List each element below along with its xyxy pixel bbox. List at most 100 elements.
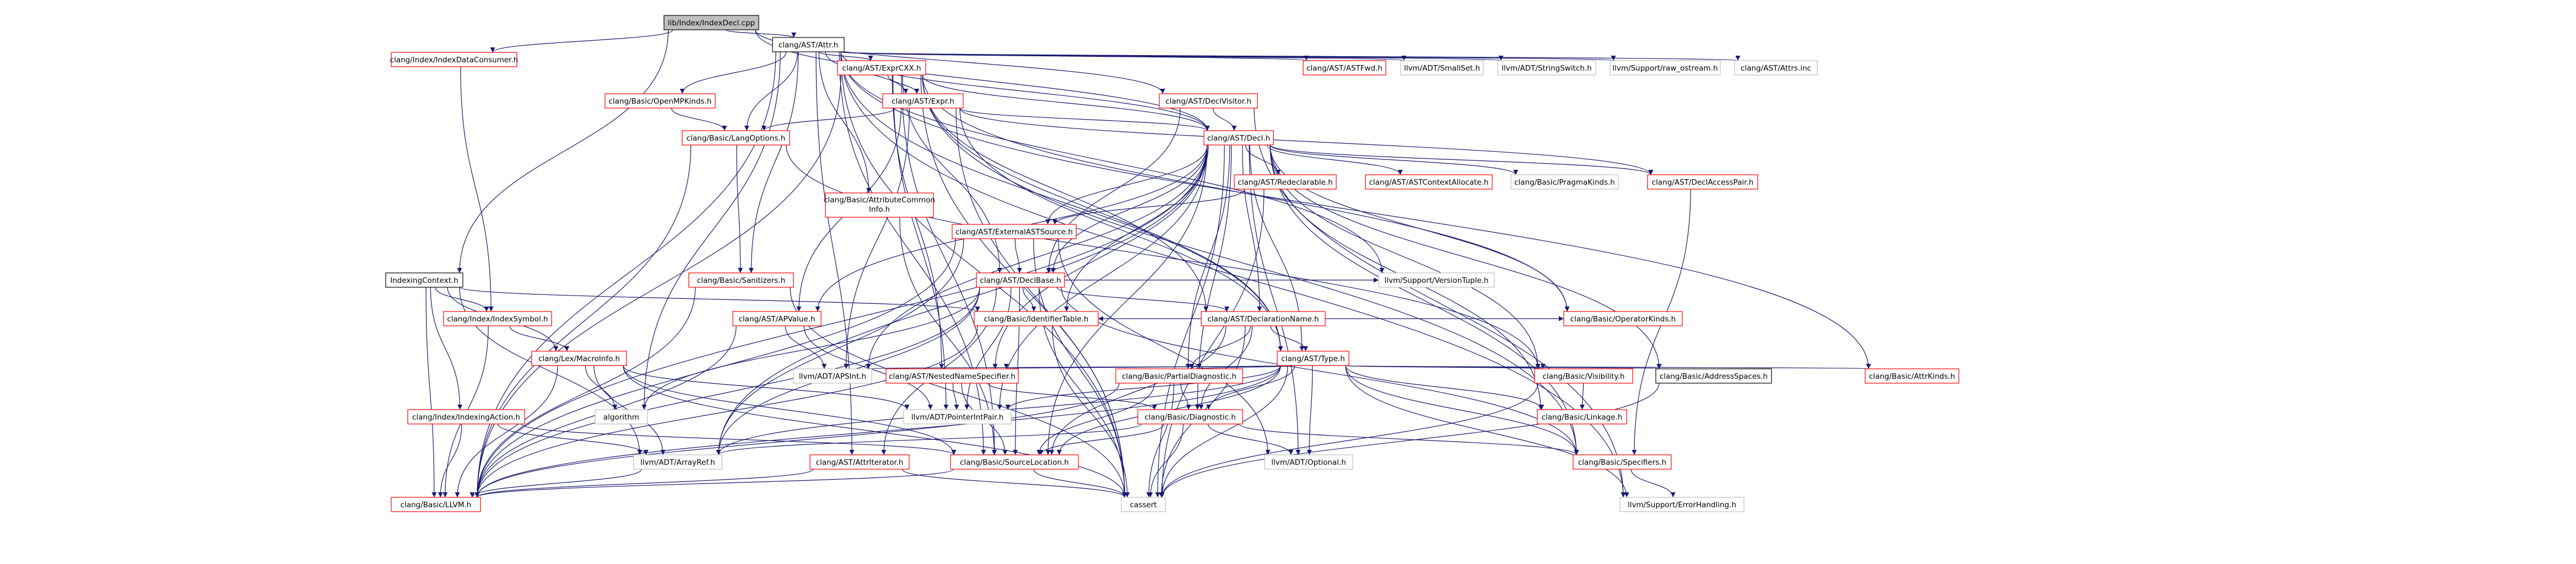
node-box bbox=[976, 272, 1065, 288]
node-declvisitor[interactable]: clang/AST/DeclVisitor.h bbox=[1159, 93, 1258, 109]
node-partialdiagnostic[interactable]: clang/Basic/PartialDiagnostic.h bbox=[1115, 368, 1243, 384]
node-box bbox=[1497, 60, 1596, 76]
node-attrkinds[interactable]: clang/Basic/AttrKinds.h bbox=[1865, 368, 1959, 384]
node-specifiers[interactable]: clang/Basic/Specifiers.h bbox=[1573, 454, 1672, 470]
edge-DeclH-to-PragmaKinds bbox=[1270, 144, 1519, 175]
node-label: algorithm bbox=[603, 413, 639, 422]
node-externalastsource[interactable]: clang/AST/ExternalASTSource.h bbox=[952, 224, 1077, 239]
node-indexsymbol[interactable]: clang/Index/IndexSymbol.h bbox=[443, 311, 552, 326]
node-versiontuple: llvm/Support/VersionTuple.h bbox=[1378, 272, 1495, 288]
node-langoptions[interactable]: clang/Basic/LangOptions.h bbox=[682, 130, 790, 146]
node-box bbox=[1121, 497, 1166, 512]
node-label: clang/Basic/Sanitizers.h bbox=[697, 276, 785, 285]
edge-TypeH-to-Diagnostic bbox=[1206, 365, 1295, 410]
edge-ExprH-to-Cassert bbox=[955, 108, 1127, 498]
node-label: clang/AST/APValue.h bbox=[738, 315, 815, 324]
node-box bbox=[1510, 174, 1619, 190]
node-indexingaction[interactable]: clang/Index/IndexingAction.h bbox=[407, 409, 525, 425]
node-nestednamespecifier[interactable]: clang/AST/NestedNameSpecifier.h bbox=[885, 368, 1019, 384]
node-label: clang/Basic/Linkage.h bbox=[1542, 413, 1623, 422]
node-label: clang/AST/AttrIterator.h bbox=[816, 458, 904, 467]
edge-DeclH-to-DeclBase bbox=[1050, 144, 1208, 273]
edge-ExprCXX-to-PointerIntPair bbox=[893, 74, 949, 410]
edge-AttrH-to-AttrsInc bbox=[840, 51, 1740, 61]
edge-ExternalASTSource-to-DeclBase bbox=[1014, 238, 1022, 273]
node-sourcelocation[interactable]: clang/Basic/SourceLocation.h bbox=[950, 454, 1079, 470]
edge-TypeH-to-PointerIntPair bbox=[1005, 365, 1281, 410]
node-label: llvm/Support/raw_ostream.h bbox=[1612, 64, 1718, 73]
edge-IndexDecl-to-AttrH bbox=[725, 29, 796, 38]
node-attriterator[interactable]: clang/AST/AttrIterator.h bbox=[809, 454, 910, 470]
edge-Diagnostic-to-SourceLocation bbox=[1038, 423, 1164, 455]
node-label: clang/Basic/Diagnostic.h bbox=[1144, 413, 1236, 422]
edge-ExternalASTSource-to-Optional bbox=[1058, 238, 1271, 455]
edge-AttrH-to-VersionTuple bbox=[840, 51, 1385, 273]
edge-Redeclarable-to-ExternalASTSource bbox=[1052, 189, 1245, 225]
node-astcontextallocate[interactable]: clang/AST/ASTContextAllocate.h bbox=[1365, 174, 1493, 190]
edge-IndexDecl-to-IndexDataConsumer bbox=[490, 29, 673, 53]
node-addressspaces[interactable]: clang/Basic/AddressSpaces.h bbox=[1655, 368, 1772, 384]
edge-DeclH-to-SourceLocation bbox=[1045, 144, 1208, 455]
edge-DeclarationName-to-SourceLocation bbox=[1049, 325, 1227, 455]
edge-DeclBase-to-Algorithm bbox=[641, 287, 980, 410]
node-typeh[interactable]: clang/AST/Type.h bbox=[1277, 351, 1349, 366]
edge-DeclH-to-PointerIntPair bbox=[997, 144, 1208, 410]
node-label: clang/Index/IndexSymbol.h bbox=[447, 315, 548, 324]
node-box bbox=[1647, 174, 1758, 190]
edge-DeclH-to-Cassert bbox=[1155, 144, 1225, 498]
edge-AttrH-to-TypeH bbox=[840, 51, 1283, 352]
node-label: clang/Basic/PartialDiagnostic.h bbox=[1122, 372, 1236, 381]
edge-Redeclarable-to-Cassert bbox=[1159, 189, 1265, 498]
node-label: llvm/ADT/SmallSet.h bbox=[1404, 64, 1480, 73]
node-declarationname[interactable]: clang/AST/DeclarationName.h bbox=[1201, 311, 1326, 326]
node-label: llvm/Support/ErrorHandling.h bbox=[1628, 501, 1736, 509]
node-indexingcontext[interactable]: IndexingContext.h bbox=[385, 272, 463, 288]
edge-Visibility-to-Cassert bbox=[1159, 383, 1538, 498]
edge-AddressSpaces-to-Cassert bbox=[1159, 383, 1660, 498]
node-identifiertable[interactable]: clang/Basic/IdentifierTable.h bbox=[974, 311, 1099, 326]
node-llvmh[interactable]: clang/Basic/LLVM.h bbox=[391, 497, 481, 512]
node-exprcxx[interactable]: clang/AST/ExprCXX.h bbox=[837, 60, 926, 76]
node-box bbox=[885, 368, 1019, 384]
node-attrh[interactable]: clang/AST/Attr.h bbox=[772, 37, 845, 52]
node-exprh[interactable]: clang/AST/Expr.h bbox=[882, 93, 964, 109]
node-indexdataconsumer[interactable]: clang/Index/IndexDataConsumer.h bbox=[390, 52, 519, 67]
edge-IndexingContext-to-IdentifierTable bbox=[459, 287, 980, 312]
edge-IndexDecl-to-IndexingContext bbox=[457, 29, 669, 273]
node-box bbox=[688, 272, 794, 288]
edge-DeclarationName-to-TypeH bbox=[1270, 325, 1308, 352]
node-box bbox=[1400, 60, 1484, 76]
node-openmpkinds[interactable]: clang/Basic/OpenMPKinds.h bbox=[604, 93, 716, 109]
node-label: clang/AST/ExprCXX.h bbox=[842, 64, 921, 73]
node-declbase[interactable]: clang/AST/DeclBase.h bbox=[976, 272, 1065, 288]
node-label: IndexingContext.h bbox=[390, 276, 458, 285]
node-astfwd[interactable]: clang/AST/ASTFwd.h bbox=[1303, 60, 1386, 76]
node-sanitizers[interactable]: clang/Basic/Sanitizers.h bbox=[688, 272, 794, 288]
edge-DeclH-to-PartialDiagnostic bbox=[1185, 144, 1230, 369]
node-visibility[interactable]: clang/Basic/Visibility.h bbox=[1534, 368, 1633, 384]
node-label: clang/Index/IndexDataConsumer.h bbox=[390, 56, 519, 65]
node-box bbox=[595, 409, 648, 425]
node-redeclarable[interactable]: clang/AST/Redeclarable.h bbox=[1234, 174, 1337, 190]
node-declh[interactable]: clang/AST/Decl.h bbox=[1203, 130, 1274, 146]
node-algorithm: algorithm bbox=[595, 409, 648, 425]
node-label: clang/Basic/LLVM.h bbox=[401, 501, 472, 509]
edge-MacroInfo-to-Algorithm bbox=[585, 365, 618, 410]
node-label: clang/Basic/AttributeCommon bbox=[824, 196, 935, 205]
node-macroinfo[interactable]: clang/Lex/MacroInfo.h bbox=[531, 351, 627, 366]
node-arrayref: llvm/ADT/ArrayRef.h bbox=[633, 454, 722, 470]
node-label: clang/AST/Redeclarable.h bbox=[1238, 178, 1332, 187]
node-linkage[interactable]: clang/Basic/Linkage.h bbox=[1537, 409, 1627, 425]
node-operatorkinds[interactable]: clang/Basic/OperatorKinds.h bbox=[1563, 311, 1683, 326]
node-label: clang/AST/NestedNameSpecifier.h bbox=[889, 372, 1016, 381]
edge-TypeH-to-Cassert bbox=[1159, 365, 1288, 498]
edge-DeclH-to-ExternalASTSource bbox=[1045, 144, 1208, 225]
edge-AttrH-to-OpenMPKinds bbox=[679, 51, 787, 94]
edge-DeclBase-to-DeclarationName bbox=[1056, 287, 1229, 312]
edge-APValue-to-APSInt bbox=[785, 325, 827, 369]
node-apvalue[interactable]: clang/AST/APValue.h bbox=[732, 311, 822, 326]
node-box bbox=[407, 409, 525, 425]
node-diagnostic[interactable]: clang/Basic/Diagnostic.h bbox=[1137, 409, 1243, 425]
node-declaccesspair[interactable]: clang/AST/DeclAccessPair.h bbox=[1647, 174, 1758, 190]
